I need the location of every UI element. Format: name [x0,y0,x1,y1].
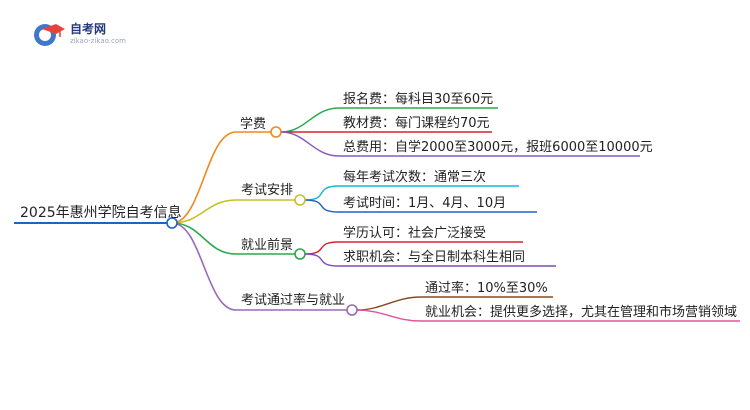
leaf-textbook-fee[interactable]: 教材费：每门课程约70元 [343,116,490,131]
branch-label-pass-rate[interactable]: 考试通过率与就业 [241,293,346,308]
leaf-connector-2-0 [304,241,523,255]
branch-connector-0 [171,131,237,224]
leaf-exam-frequency[interactable]: 每年考试次数：通常三次 [343,170,487,185]
leaf-pass-rate[interactable]: 通过率：10%至30% [425,281,548,296]
leaf-registration-fee[interactable]: 报名费：每科目30至60元 [343,92,494,107]
branch-label-employment[interactable]: 就业前景 [241,238,294,253]
leaf-connector-3-0 [356,296,553,311]
leaf-connector-0-2 [280,131,640,157]
root-topic[interactable]: 2025年惠州学院自考信息 [20,205,182,221]
leaf-exam-months[interactable]: 考试时间：1月、4月、10月 [343,196,507,211]
branch-node-3 [346,304,358,316]
branch-node-1 [294,194,306,206]
leaf-career-options[interactable]: 就业机会：提供更多选择，尤其在管理和市场营销领域 [425,305,738,320]
branch-connector-1 [171,199,237,224]
logo-title: 自考网 [70,22,107,36]
branch-label-tuition[interactable]: 学费 [240,117,267,132]
leaf-connector-2-1 [304,253,556,267]
leaf-connector-0-0 [280,107,498,133]
site-logo[interactable]: 自考网 zikao-zikao.com [32,18,142,52]
root-node [166,217,178,229]
branch-node-2 [294,248,306,260]
branch-connector-2 [171,222,237,255]
leaf-total-cost[interactable]: 总费用：自学2000至3000元，报班6000至10000元 [343,140,653,155]
branch-node-0 [270,126,282,138]
leaf-connector-1-1 [304,199,537,213]
leaf-connector-1-0 [304,185,519,201]
logo-url: zikao-zikao.com [70,37,126,45]
graduation-cap-icon [34,24,65,46]
leaf-job-opportunity[interactable]: 求职机会：与全日制本科生相同 [343,250,526,265]
leaf-degree-recognition[interactable]: 学历认可：社会广泛接受 [343,226,487,241]
branch-label-exam-schedule[interactable]: 考试安排 [241,183,294,198]
branch-connector-3 [171,222,237,311]
leaf-connector-3-1 [356,309,740,322]
